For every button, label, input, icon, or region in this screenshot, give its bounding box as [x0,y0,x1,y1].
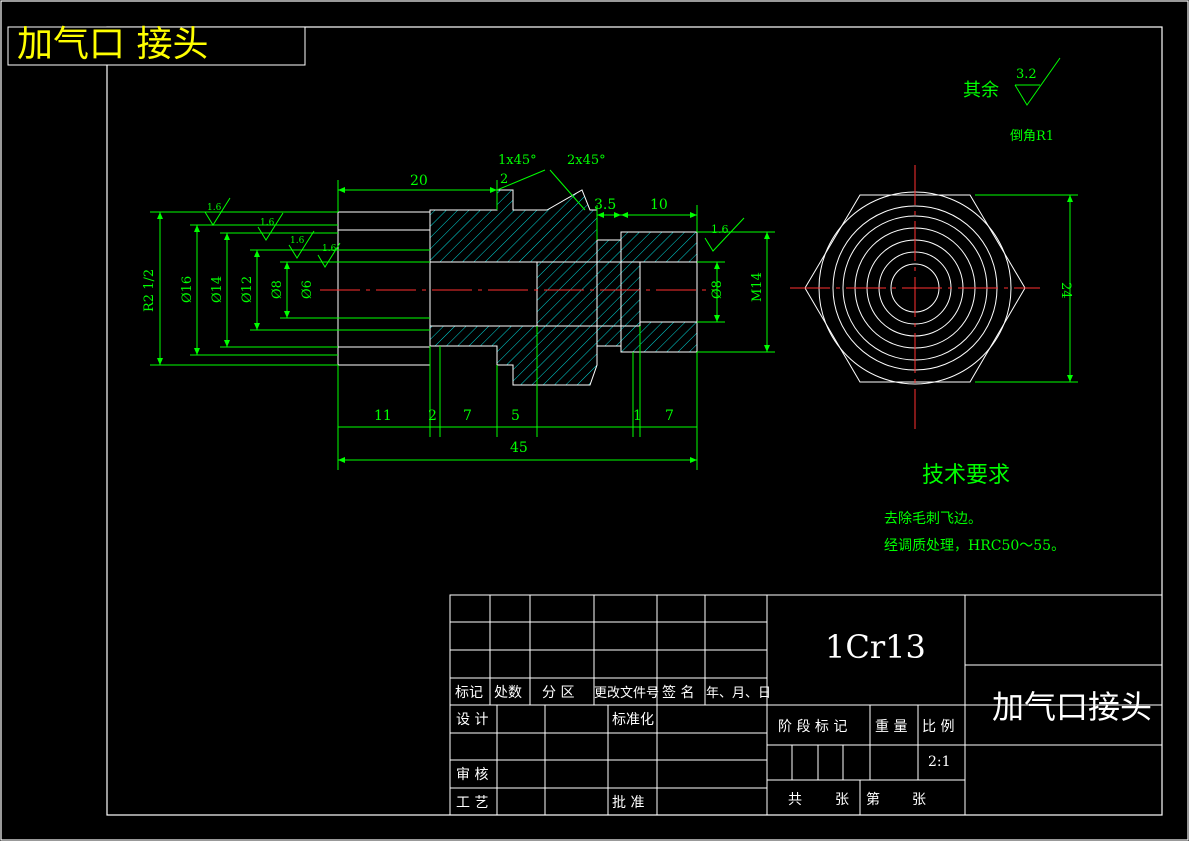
title-block-text: 标记 处数 分 区 更改文件号 签 名 年、月、日 设 计 标准化 审 核 工 … [455,628,1152,811]
tb-approve: 批 准 [612,795,644,811]
dim-top-10: 10 [650,197,668,213]
dim-total-45: 45 [510,440,528,456]
tb-sheet-no: 第 [866,791,880,808]
tb-part-name: 加气口接头 [992,688,1152,726]
roughness-mark-3: 1.6 [290,236,305,246]
dim-top-20: 20 [410,173,428,189]
annotations: 其余 3.2 倒角R1 1x45° 2x45° 20 2 3.5 10 1.6 … [142,67,1073,554]
corner-title: 加气口 接头 [17,24,208,65]
dim-bottom-7a: 7 [463,408,472,424]
tb-review: 审 核 [456,767,488,783]
tb-design: 设 计 [456,712,488,728]
tb-sheets-unit-1: 张 [835,792,849,808]
roughness-mark-4: 1.6 [322,244,337,254]
tb-weight: 重 量 [875,719,907,735]
dim-d6: Ø6 [300,280,315,299]
tb-header-date: 年、月、日 [706,686,771,701]
tb-header-zone: 分 区 [542,685,574,701]
dim-bottom-1: 1 [633,408,642,424]
dim-r2: R2 1/2 [142,269,157,312]
chamfer-2: 2x45° [567,153,606,168]
roughness-mark-2: 1.6 [260,218,275,228]
end-view [790,165,1040,432]
tech-req-line-1: 去除毛刺飞边。 [884,511,982,527]
dim-d8-right: Ø8 [710,280,725,299]
tb-header-doc: 更改文件号 [594,686,659,701]
tb-stage: 阶 段 标 记 [778,719,847,735]
roughness-general-value: 3.2 [1016,67,1037,82]
dim-bottom-2: 2 [428,408,437,424]
dim-top-3-5: 3.5 [594,197,616,213]
tb-material: 1Cr13 [825,628,926,666]
dimension-lines [150,169,1078,470]
dim-hex-24: 24 [1058,282,1073,299]
dim-bottom-5: 5 [511,408,520,424]
tb-header-mark: 标记 [455,685,483,701]
tb-ratio: 2:1 [928,754,951,770]
hatched-body [429,189,698,386]
tech-req-line-2: 经调质处理，HRC50～55。 [884,538,1065,554]
tech-req-heading: 技术要求 [922,463,1010,488]
dim-d12: Ø12 [240,276,255,303]
title-block-grid [449,594,1163,816]
dim-m14: M14 [750,272,765,302]
tb-standard: 标准化 [612,712,654,728]
section-view [320,189,715,386]
dim-bottom-11: 11 [374,408,392,424]
dim-bottom-7b: 7 [665,408,674,424]
tb-total-sheets: 共 [788,792,802,808]
tb-ratio-label: 比 例 [922,719,954,735]
dim-d8-left: Ø8 [270,280,285,299]
tb-process: 工 艺 [456,795,488,811]
chamfer-note: 倒角R1 [1010,129,1054,144]
dim-d16: Ø16 [180,276,195,303]
dim-top-2: 2 [500,172,508,187]
tb-header-sign: 签 名 [662,684,694,701]
tb-header-count: 处数 [494,685,522,701]
roughness-mark-1: 1.6 [207,203,222,213]
chamfer-1: 1x45° [498,153,537,168]
dim-d14: Ø14 [210,276,225,303]
roughness-general: 其余 [963,80,999,101]
tb-sheets-unit-2: 张 [912,792,926,808]
roughness-mark-5: 1.6 [711,223,729,236]
corner-title-box [7,26,306,66]
roughness-symbols [204,57,1061,268]
